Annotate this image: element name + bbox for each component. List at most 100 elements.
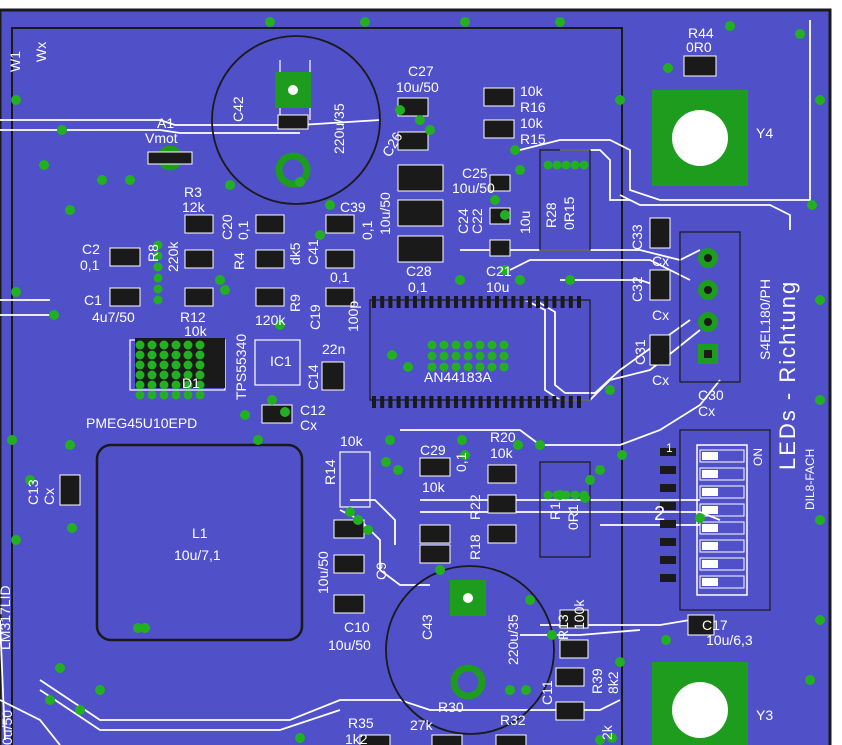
via — [460, 450, 470, 460]
ic-pin — [478, 396, 483, 408]
via — [11, 287, 21, 297]
via — [455, 275, 465, 285]
via — [183, 340, 193, 350]
via — [75, 705, 85, 715]
label-r39: R39 — [589, 668, 605, 694]
dip-key-slider — [702, 578, 718, 586]
via — [387, 350, 397, 360]
smd-pad — [687, 614, 715, 636]
ic-pin — [560, 296, 565, 308]
label-r22-value: 10k — [422, 479, 446, 495]
label-led-direction: LEDs - Richtung — [775, 280, 800, 470]
via — [220, 285, 230, 295]
ic-pin — [388, 396, 393, 408]
via — [11, 95, 21, 105]
ic-pin — [470, 396, 475, 408]
label-c21: C21 — [486, 263, 512, 279]
via — [463, 351, 473, 361]
label-r16: R16 — [520, 99, 546, 115]
label-d1: D1 — [182, 375, 200, 391]
smd-pad — [184, 287, 214, 307]
label-c39: C39 — [340, 199, 366, 215]
ic-pin — [454, 396, 458, 408]
smd-pad — [397, 131, 429, 151]
label-c9-value: 10u/50 — [315, 551, 331, 594]
via — [25, 475, 35, 485]
label-c22: C22 — [469, 208, 485, 234]
via — [595, 465, 605, 475]
label-c13-value: Cx — [41, 488, 57, 505]
ic-pin — [421, 296, 426, 308]
via — [415, 115, 425, 125]
label-r8: R8 — [145, 244, 161, 262]
via — [513, 440, 523, 450]
via — [353, 515, 363, 525]
label-c14-value: 22n — [322, 341, 345, 357]
label-tps55340: TPS55340 — [233, 334, 249, 400]
label-r13-value: 100k — [571, 599, 587, 630]
via — [265, 17, 275, 27]
smd-pad — [359, 734, 391, 745]
ic-pin — [454, 296, 458, 308]
via — [427, 351, 437, 361]
ic-pin — [519, 296, 524, 308]
smd-pad — [419, 524, 451, 544]
ic-pin — [568, 396, 573, 408]
via — [275, 320, 285, 330]
label-r28: R28 — [543, 202, 559, 228]
label-c12: C12 — [300, 402, 326, 418]
label-c30-value: Cx — [698, 403, 715, 419]
via — [381, 457, 391, 467]
smd-pad — [559, 639, 589, 659]
via — [135, 350, 145, 360]
via — [95, 685, 105, 695]
component-labels: W1 Wx A1 Vmot C42 220u/35 C27 10u/50 10k… — [0, 25, 817, 745]
label-l1: L1 — [192, 525, 208, 541]
smd-pad — [649, 269, 671, 301]
via — [153, 240, 163, 250]
via — [487, 351, 497, 361]
label-c9: C9 — [373, 562, 389, 580]
label-r15-value: 10k — [520, 115, 544, 131]
label-c41: C41 — [305, 239, 321, 265]
label-r4: R4 — [231, 252, 247, 270]
via — [49, 310, 59, 320]
label-r9: R9 — [287, 294, 303, 312]
label-r28-value: 0R15 — [561, 196, 577, 230]
via — [795, 29, 805, 39]
vias — [7, 17, 825, 745]
smd-pad — [397, 164, 444, 192]
ic-pin — [413, 296, 417, 308]
via — [585, 475, 595, 485]
dip-key — [699, 503, 745, 517]
via — [171, 370, 181, 380]
ic-pin — [380, 296, 385, 308]
ic-pin — [577, 396, 581, 408]
label-c25: C25 — [462, 165, 488, 181]
via — [570, 490, 580, 500]
via — [135, 370, 145, 380]
ic-pin — [404, 396, 409, 408]
dip-key-slider — [702, 452, 718, 460]
smd-pad — [483, 119, 515, 139]
label-c28: C28 — [406, 263, 432, 279]
label-r31-value: 2k — [599, 724, 615, 740]
dip-key — [699, 467, 745, 481]
smd-pad — [419, 544, 451, 564]
ic-pin — [552, 396, 557, 408]
label-ic1: IC1 — [270, 353, 292, 369]
label-vmot: Vmot — [145, 130, 178, 146]
via — [490, 195, 500, 205]
via — [815, 95, 825, 105]
via — [171, 340, 181, 350]
via — [607, 733, 617, 743]
dip-pin — [660, 520, 676, 528]
via — [815, 295, 825, 305]
smd-pad — [487, 464, 517, 484]
label-r22: R22 — [467, 494, 483, 520]
via — [195, 340, 205, 350]
ic-pin — [527, 296, 532, 308]
smd-pad — [487, 494, 517, 514]
